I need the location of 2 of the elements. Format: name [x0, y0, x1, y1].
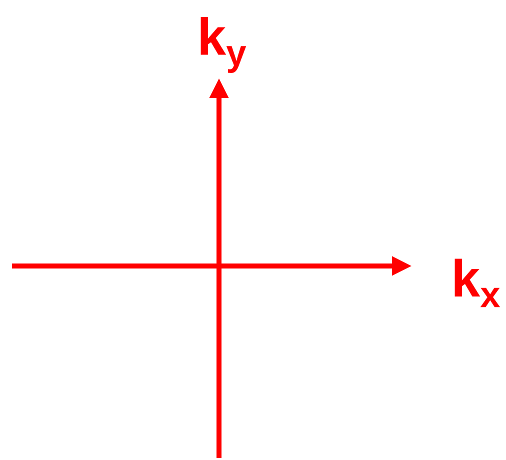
axis-label: k$_{x}$	[454, 258, 500, 308]
axis-label: k$_{y}$	[200, 17, 246, 73]
